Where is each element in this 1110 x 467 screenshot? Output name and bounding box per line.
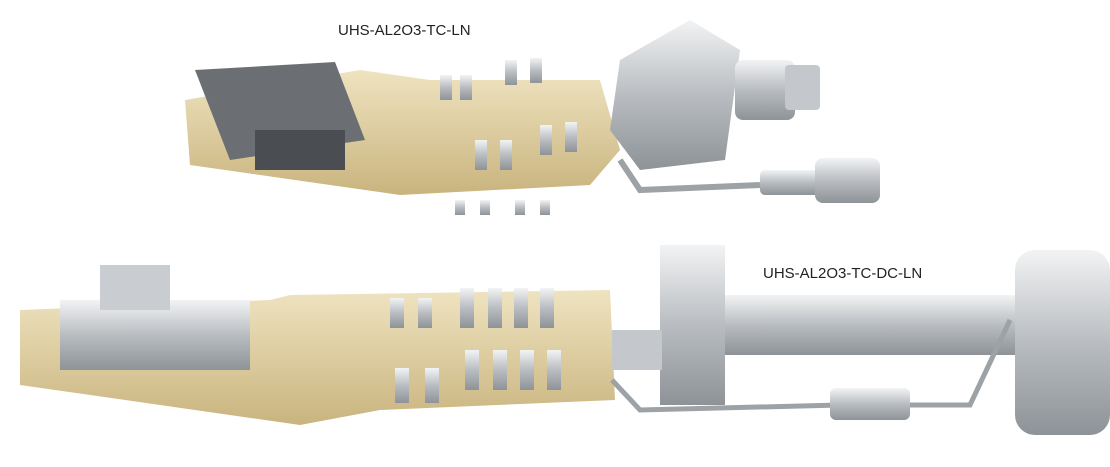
bottom-flange <box>1015 250 1110 435</box>
top-cylinder <box>735 60 795 120</box>
bottom-clamp-plate <box>100 265 170 310</box>
bottom-adapter <box>612 330 662 370</box>
bottom-mount-block <box>660 245 725 405</box>
top-nut <box>785 65 820 110</box>
bottom-connectors <box>390 288 561 403</box>
top-device-label: UHS-AL2O3-TC-LN <box>338 22 471 39</box>
top-device <box>185 20 880 215</box>
top-connectors <box>440 58 577 215</box>
top-fitting <box>760 170 820 195</box>
top-ln-tube <box>617 158 761 194</box>
bottom-device-label: UHS-AL2O3-TC-DC-LN <box>763 265 923 282</box>
bottom-fitting <box>830 388 910 420</box>
top-mount-block <box>610 20 740 170</box>
bottom-device <box>20 245 1110 435</box>
top-fitting-nut <box>815 158 880 203</box>
bottom-ln-tube <box>610 318 1013 413</box>
top-clamp-plate <box>255 130 345 170</box>
bottom-sample-stage <box>60 300 250 370</box>
bottom-cylinder <box>725 295 1025 355</box>
